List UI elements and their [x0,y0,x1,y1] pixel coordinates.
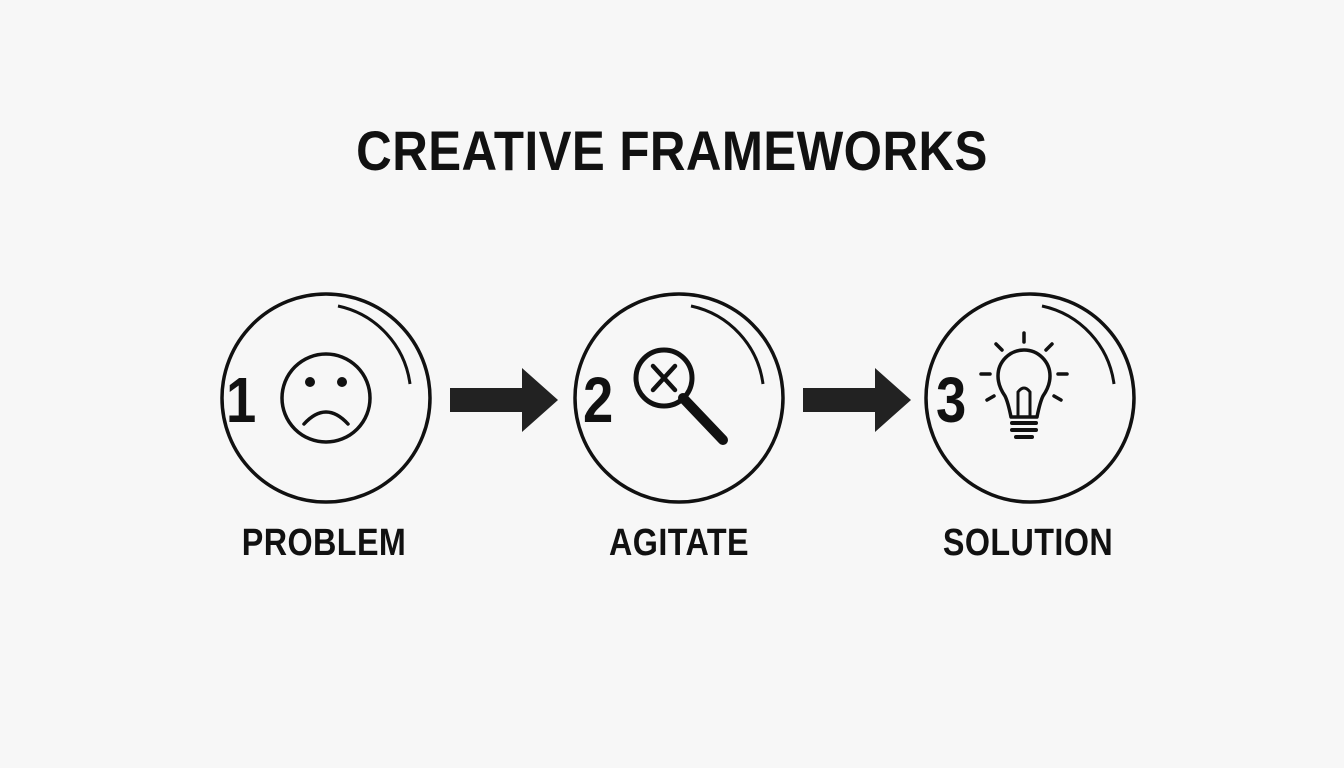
step-label-problem: PROBLEM [241,522,407,564]
step-circle [573,292,785,504]
step-number: 2 [583,364,614,436]
step-label-agitate: AGITATE [609,522,749,564]
arrow-right-icon [803,368,911,432]
sad-face-icon [280,352,372,444]
magnifier-x-icon [633,347,728,445]
step-number: 1 [226,364,257,436]
step-number: 3 [936,364,967,436]
step-solution: 3 [924,292,1136,504]
lightbulb-icon [979,331,1069,439]
page-title: CREATIVE FRAMEWORKS [356,119,988,182]
step-circle [220,292,432,504]
step-problem: 1 [220,292,432,504]
step-circle [924,292,1136,504]
step-label-solution: SOLUTION [942,522,1114,564]
arrow-right-icon [450,368,558,432]
step-agitate: 2 [573,292,785,504]
